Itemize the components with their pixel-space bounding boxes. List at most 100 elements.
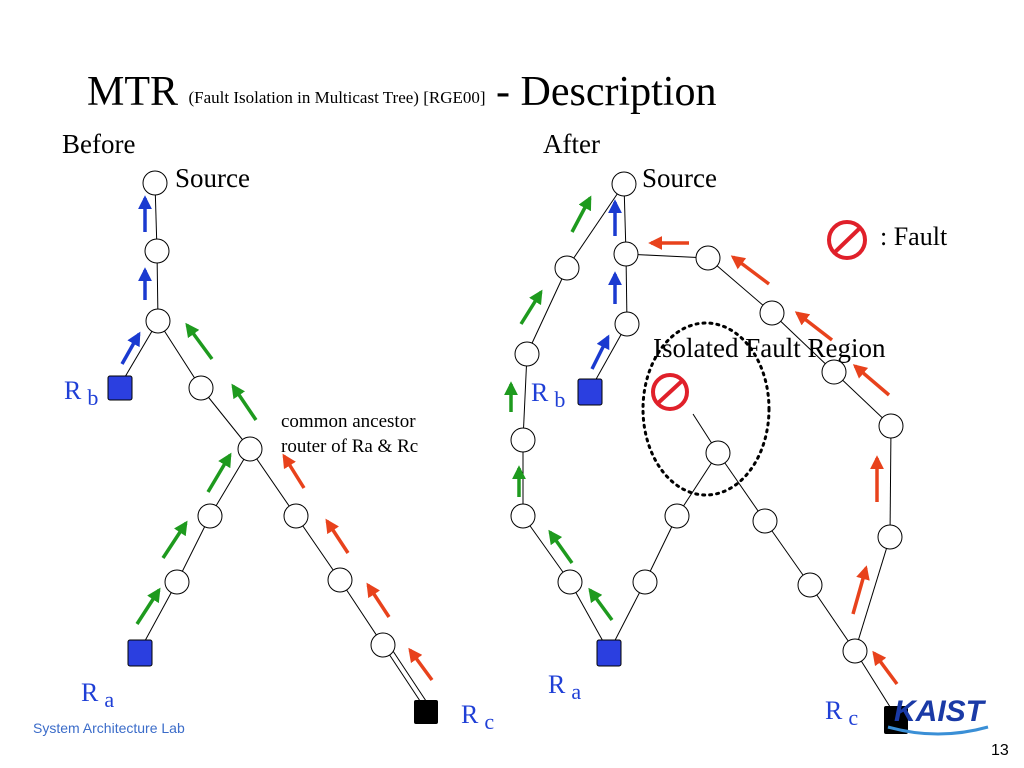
router-node — [613, 241, 639, 267]
router-node — [554, 255, 580, 281]
title-subtitle: (Fault Isolation in Multicast Tree) [RGE… — [188, 88, 486, 107]
receiver-ra-before — [127, 639, 153, 667]
ancestor-note-line2: router of Ra & Rc — [281, 436, 419, 457]
arrow-green — [570, 195, 592, 233]
no-entry-icon — [651, 373, 689, 411]
kaist-logo: KAIST — [884, 689, 994, 739]
router-node — [327, 567, 353, 593]
ancestor-note-line1: common ancestor — [281, 411, 416, 432]
receiver-label-sub: a — [571, 679, 582, 704]
title-main: MTR — [87, 69, 179, 115]
router-node — [821, 359, 847, 385]
before-nodes — [142, 170, 396, 658]
receiver-label-sub: c — [484, 709, 495, 734]
ancestor-note: common ancestor router of Ra & Rc — [281, 409, 418, 459]
arrow-red — [852, 364, 891, 397]
router-node — [877, 524, 903, 550]
arrow-red — [872, 650, 899, 686]
isolated-fault-region-outline — [641, 321, 771, 497]
receiver-rb-after — [577, 378, 603, 406]
receiver-label-main: R — [825, 696, 843, 725]
router-node — [145, 308, 171, 334]
receiver-label-sub: a — [104, 687, 115, 712]
arrow-green — [519, 289, 543, 325]
arrow-green — [161, 520, 188, 559]
fault-legend-label: : Fault — [880, 222, 948, 251]
arrow-red — [794, 311, 834, 342]
arrow-green — [206, 452, 232, 493]
receiver-ra-after — [596, 639, 622, 667]
receiver-label-main: R — [548, 670, 566, 699]
footer-lab-name: System Architecture Lab — [33, 720, 185, 736]
arrow-red — [282, 453, 306, 489]
arrow-green — [548, 529, 574, 565]
before-label: Before — [62, 129, 136, 159]
router-node — [878, 413, 904, 439]
router-node — [510, 503, 536, 529]
receiver-label-main: R — [461, 700, 479, 729]
before-arrows — [120, 195, 434, 682]
after-label: After — [543, 129, 600, 159]
arrow-green — [588, 587, 614, 622]
title-tail: - Description — [496, 69, 717, 115]
router-node — [695, 245, 721, 271]
arrow-red — [366, 582, 391, 618]
receiver-label-main: R — [531, 378, 549, 407]
router-node — [370, 632, 396, 658]
router-node — [632, 569, 658, 595]
arrow-red — [730, 255, 771, 286]
router-node — [283, 503, 309, 529]
router-node — [611, 171, 637, 197]
no-entry-icon — [827, 220, 867, 260]
router-node — [197, 503, 223, 529]
arrow-green — [231, 383, 258, 421]
receiver-label-main: R — [64, 376, 82, 405]
before-tree-links — [121, 182, 433, 711]
router-node — [797, 572, 823, 598]
receiver-label-sub: b — [554, 387, 566, 412]
router-node — [664, 503, 690, 529]
receivers — [107, 375, 908, 734]
router-node — [237, 436, 263, 462]
router-node — [614, 311, 640, 337]
isolated-region-label: Isolated Fault Region — [653, 333, 886, 363]
kaist-logo-graphic: KAIST — [887, 695, 989, 736]
arrow-blue — [120, 331, 141, 365]
router-node — [842, 638, 868, 664]
router-node — [557, 569, 583, 595]
arrow-green — [185, 322, 214, 361]
router-node — [188, 375, 214, 401]
source-label-before: Source — [175, 163, 250, 193]
arrow-red — [408, 647, 434, 682]
arrow-red — [325, 518, 350, 554]
source-label-after: Source — [642, 163, 717, 193]
router-node — [510, 427, 536, 453]
after-arrows — [504, 195, 899, 686]
router-node — [705, 440, 731, 466]
receiver-rc-before — [414, 700, 438, 724]
after-nodes — [510, 171, 904, 664]
router-node — [164, 569, 190, 595]
router-node — [144, 238, 170, 264]
arrow-blue — [590, 334, 610, 370]
receiver-label-main: R — [81, 678, 99, 707]
logo-text: KAIST — [894, 695, 987, 728]
router-node — [142, 170, 168, 196]
router-node — [752, 508, 778, 534]
router-node — [759, 300, 785, 326]
router-node — [514, 341, 540, 367]
page-title: MTR (Fault Isolation in Multicast Tree) … — [87, 68, 716, 116]
receiver-label-sub: c — [848, 705, 859, 730]
receiver-rb-before — [107, 375, 133, 401]
receiver-label-sub: b — [87, 385, 99, 410]
arrow-green — [135, 587, 161, 625]
arrow-red — [851, 565, 870, 615]
page-number: 13 — [991, 742, 1009, 759]
